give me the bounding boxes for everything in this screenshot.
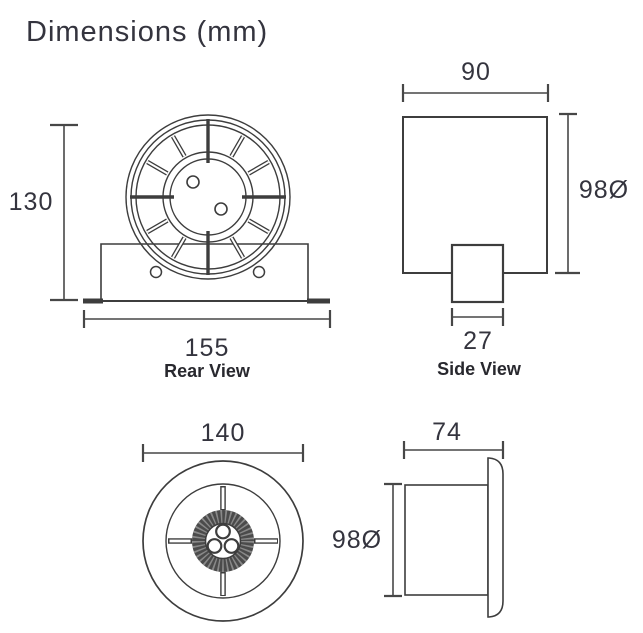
rear-width-value: 155 [185,334,230,362]
front-width-dimension: 140 [141,419,305,462]
rear-view-drawing: 130 155 Rear View [9,114,332,381]
rear-width-dimension: 155 [82,310,332,362]
side-view-drawing: 90 98Ø 27 Side View [401,58,629,379]
rear-height-dimension: 130 [9,123,78,302]
profile-diameter-dimension: 98Ø [332,482,402,598]
fan-impeller-rear [125,114,291,280]
mounting-foot-outline [450,243,505,304]
motor-hub [192,510,254,572]
impeller-hub-ring [169,158,247,236]
side-width-value: 90 [461,58,491,86]
impeller-cross-spokes [130,119,286,275]
side-view-label: Side View [437,359,522,379]
rear-height-value: 130 [9,188,54,216]
bracket-outline [100,243,309,300]
front-cross-spokes [168,486,278,596]
hub-cap-hole [206,538,223,554]
front-inner-ring [165,483,281,599]
impeller-rim-ring [125,114,291,280]
front-outer-ring [142,460,304,622]
side-spigot-value: 27 [463,327,493,355]
hub-hole [214,202,228,216]
hub-face [204,522,242,560]
mounting-bracket [83,243,330,304]
front-width-value: 140 [201,419,246,447]
profile-diameter-value: 98Ø [332,526,382,554]
impeller-diagonal-spokes [146,135,270,259]
hub-cap-hole [215,523,231,540]
bracket-screw-hole-left [149,265,163,279]
profile-depth-value: 74 [432,418,462,446]
hub-hole [186,175,200,189]
impeller-hub-ring [162,151,254,243]
knurl-texture [192,510,254,572]
side-diameter-value: 98Ø [579,176,629,204]
bracket-screw-hole-right [252,265,266,279]
duct-body-outline [404,484,489,596]
knurled-ring [192,510,254,572]
hub-cap-hole [223,538,240,554]
side-diameter-dimension: 98Ø [555,112,629,275]
side-spigot-dimension: 27 [450,308,505,355]
side-width-dimension: 90 [401,58,550,102]
rear-view-label: Rear View [164,361,251,381]
bell-mouth-flange [487,457,504,618]
profile-view-drawing: 74 98Ø [332,418,505,618]
profile-depth-dimension: 74 [402,418,505,459]
front-view-drawing: 140 [141,419,305,622]
page-title: Dimensions (mm) [26,16,269,48]
